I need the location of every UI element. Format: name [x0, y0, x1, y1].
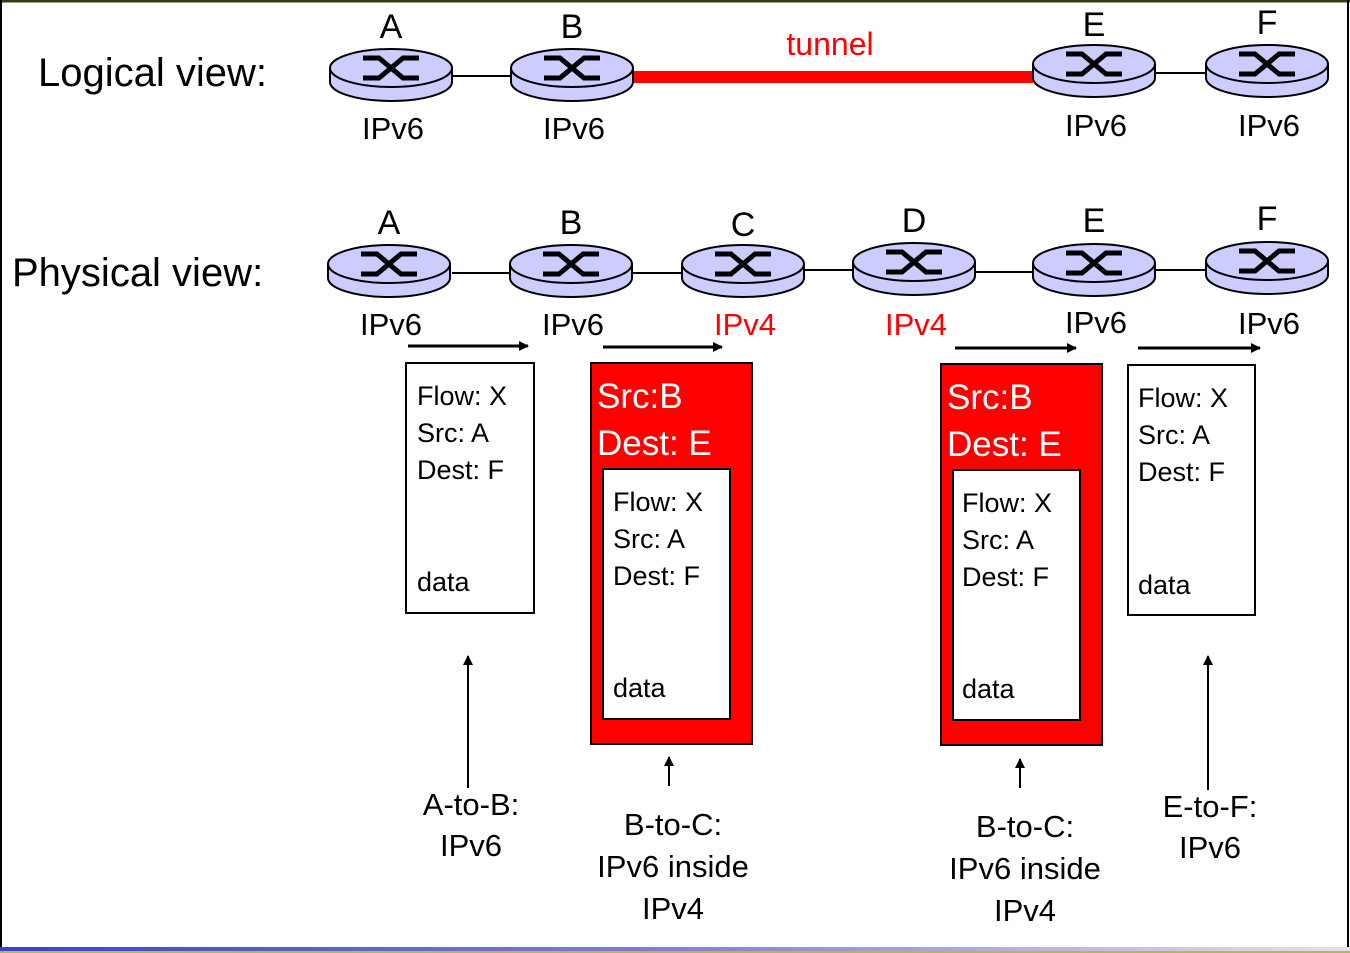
packet-payload: data [417, 567, 471, 597]
router-protocol-label: IPv6 [362, 111, 424, 146]
router-icon [1206, 242, 1328, 294]
router-protocol-label: IPv6 [1238, 108, 1300, 143]
router-c: C IPv4 [682, 206, 804, 342]
packet-dest: Dest: F [1138, 457, 1225, 487]
router-b: B IPv6 [510, 204, 632, 342]
packet-flow: Flow: X [962, 488, 1052, 518]
logical-view-title: Logical view: [38, 51, 267, 95]
caption-line: A-to-B: [423, 787, 519, 822]
router-icon [1033, 244, 1155, 296]
packets: Flow: X Src: A Dest: F data A-to-B: IPv6… [405, 362, 1258, 928]
router-protocol-label: IPv6 [1238, 306, 1300, 341]
router-icon [1206, 45, 1328, 97]
packet-src: Src: A [962, 525, 1034, 555]
caption-line: E-to-F: [1163, 789, 1258, 824]
packet-box [405, 362, 535, 614]
packet-box [1127, 364, 1256, 616]
router-protocol-label: IPv6 [1065, 108, 1127, 143]
packet-ipv6-in-ipv4-d-to-e: Src:B Dest: E Flow: X Src: A Dest: F dat… [940, 363, 1103, 928]
packet-payload: data [962, 674, 1016, 704]
inner-ipv6-packet [602, 468, 731, 720]
router-name-label: A [378, 204, 401, 242]
router-name-label: B [560, 204, 583, 242]
router-icon [330, 49, 452, 101]
tunnel-label: tunnel [786, 26, 873, 62]
outer-header-dest: Dest: E [597, 424, 712, 463]
packet-flow: Flow: X [1138, 383, 1228, 413]
packet-flow: Flow: X [417, 381, 507, 411]
router-protocol-label: IPv6 [542, 307, 604, 342]
router-protocol-label: IPv4 [885, 307, 947, 342]
router-a: A IPv6 [330, 8, 452, 146]
packet-src: Src: A [417, 418, 489, 448]
physical-view: Physical view: A IPv6 B IPv6 C IPv4 D IPv4 E IPv6… [12, 200, 1328, 353]
router-name-label: E [1083, 202, 1106, 240]
packet-dest: Dest: F [962, 562, 1049, 592]
router-name-label: F [1257, 4, 1278, 42]
packet-payload: data [613, 673, 667, 703]
packet-src: Src: A [1138, 420, 1210, 450]
outer-header-src: Src:B [597, 377, 683, 416]
outer-header-dest: Dest: E [947, 425, 1062, 464]
router-name-label: A [380, 8, 403, 46]
router-f: F IPv6 [1206, 200, 1328, 341]
caption-line: IPv4 [994, 893, 1056, 928]
caption-line: IPv6 inside [597, 849, 749, 884]
router-protocol-label: IPv6 [543, 111, 605, 146]
router-e: E IPv6 [1033, 6, 1155, 143]
packet-dest: Dest: F [613, 561, 700, 591]
logical-view: Logical view: tunnel A IPv6 B IPv6 E IPv6 F IPv… [38, 4, 1328, 146]
outer-header-src: Src:B [947, 378, 1033, 417]
router-name-label: C [731, 206, 756, 244]
router-f: F IPv6 [1206, 4, 1328, 143]
router-name-label: D [902, 202, 927, 240]
inner-ipv6-packet [952, 469, 1081, 721]
packet-ipv6-in-ipv4-b-to-c: Src:B Dest: E Flow: X Src: A Dest: F dat… [590, 362, 753, 926]
packet-ipv6-e-to-f: Flow: X Src: A Dest: F data E-to-F: IPv6 [1127, 364, 1258, 865]
router-d: D IPv4 [853, 202, 975, 342]
router-icon [510, 245, 632, 297]
direction-arrows [408, 341, 1261, 353]
router-icon [1033, 45, 1155, 97]
router-protocol-label: IPv6 [360, 307, 422, 342]
caption-line: B-to-C: [624, 807, 722, 842]
router-name-label: B [561, 8, 584, 46]
router-icon [853, 243, 975, 295]
packet-src: Src: A [613, 524, 685, 554]
packet-flow: Flow: X [613, 487, 703, 517]
caption-line: B-to-C: [976, 809, 1074, 844]
router-icon [682, 245, 804, 297]
packet-ipv6-a-to-b: Flow: X Src: A Dest: F data A-to-B: IPv6 [405, 362, 535, 863]
router-name-label: E [1083, 6, 1106, 44]
router-icon [328, 245, 450, 297]
router-protocol-label: IPv6 [1065, 305, 1127, 340]
packet-dest: Dest: F [417, 455, 504, 485]
caption-line: IPv4 [642, 891, 704, 926]
router-protocol-label: IPv4 [714, 307, 776, 342]
physical-view-title: Physical view: [12, 251, 263, 295]
physical-links [452, 269, 1208, 274]
router-icon [511, 49, 633, 101]
caption-line: IPv6 [1179, 830, 1241, 865]
packet-payload: data [1138, 570, 1192, 600]
caption-line: IPv6 inside [949, 851, 1101, 886]
router-name-label: F [1257, 200, 1278, 238]
caption-line: IPv6 [440, 828, 502, 863]
router-a: A IPv6 [328, 204, 450, 342]
router-e: E IPv6 [1033, 202, 1155, 340]
router-b: B IPv6 [511, 8, 633, 146]
